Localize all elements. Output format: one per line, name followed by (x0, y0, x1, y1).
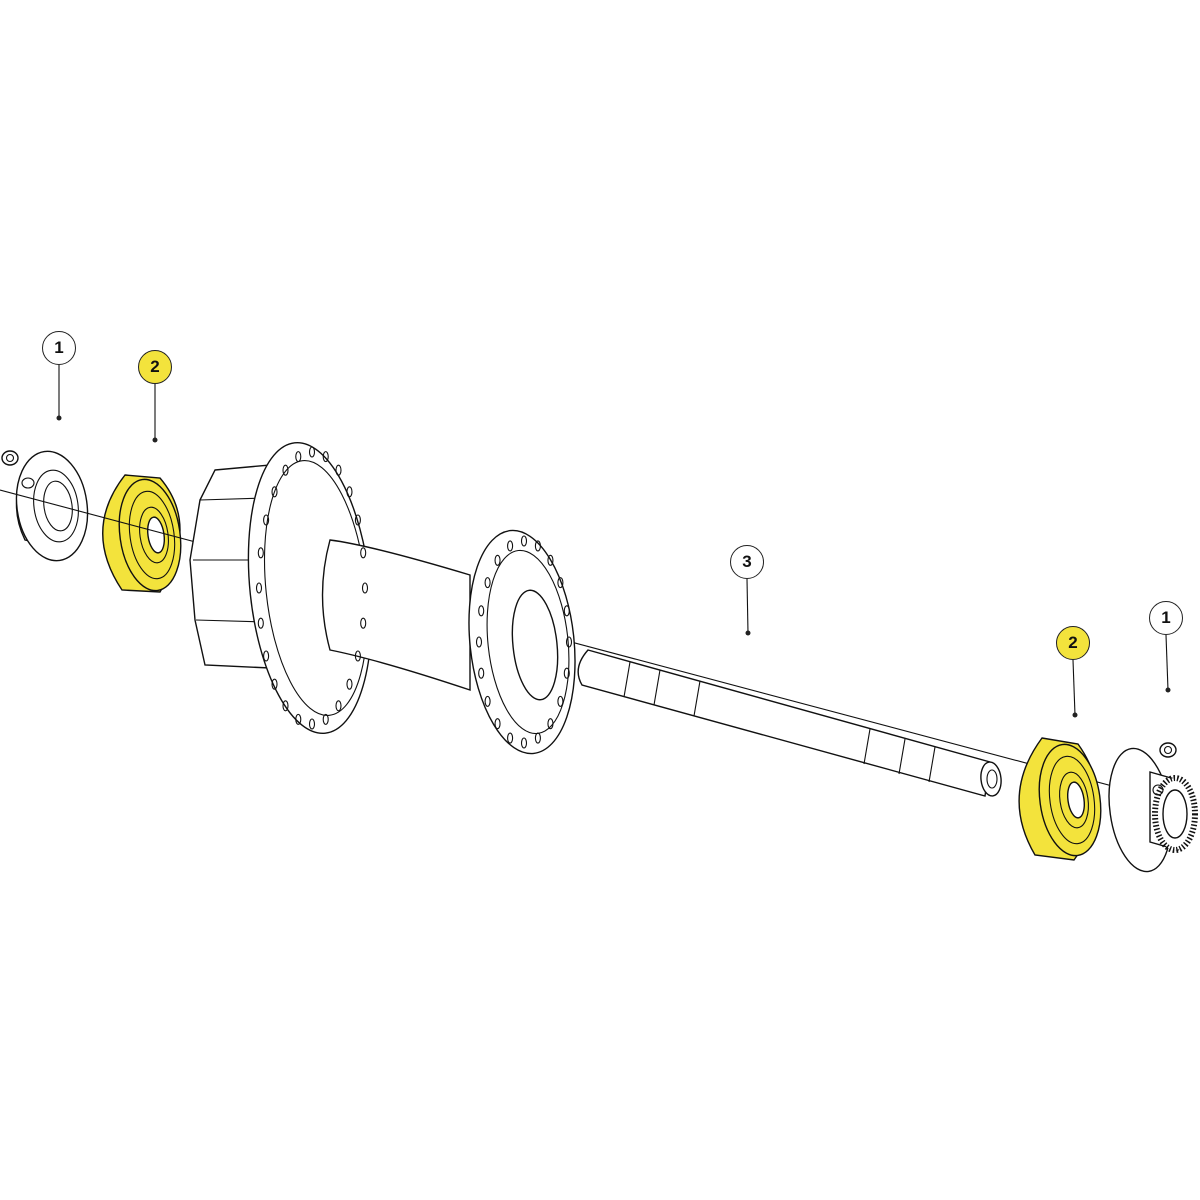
spoke-hole (354, 514, 361, 526)
left-end-cap (1, 450, 89, 562)
spoke-hole (271, 486, 278, 498)
spoke-hole (563, 667, 570, 679)
spoke-hole (507, 540, 514, 552)
spoke-hole (322, 451, 329, 463)
callout-3: 3 (730, 545, 764, 579)
set-screw-right (1159, 742, 1177, 758)
spoke-hole (346, 678, 353, 690)
spoke-hole (361, 582, 369, 594)
spoke-hole (271, 678, 278, 690)
spoke-hole (257, 547, 264, 559)
right-bearing (1018, 737, 1102, 861)
spoke-hole (308, 446, 316, 458)
spoke-hole (255, 582, 263, 594)
spoke-hole (547, 718, 554, 730)
spoke-hole (360, 547, 367, 559)
spoke-hole (282, 464, 289, 476)
callout-1-left: 1 (42, 331, 76, 365)
spoke-hole (335, 700, 342, 712)
spoke-hole (308, 718, 316, 730)
spoke-hole (257, 617, 264, 629)
spoke-hole (354, 650, 361, 662)
spoke-hole (484, 577, 491, 589)
spoke-hole (335, 464, 342, 476)
spoke-hole (295, 451, 302, 463)
spoke-hole (360, 617, 367, 629)
left-bearing (102, 474, 182, 593)
spoke-hole (263, 650, 270, 662)
spoke-hole (563, 605, 570, 617)
leader-lines (58, 365, 1169, 716)
axle (577, 649, 1002, 797)
spoke-hole (520, 737, 528, 749)
spoke-hole (534, 732, 541, 744)
hub-shell (189, 441, 576, 755)
spoke-hole (346, 486, 353, 498)
spoke-hole (478, 605, 485, 617)
spoke-hole (295, 713, 302, 725)
spoke-hole (484, 695, 491, 707)
leader-dots (56, 415, 1171, 718)
right-end-cap (1108, 742, 1198, 873)
spoke-hole (494, 718, 501, 730)
callout-2-left: 2 (138, 350, 172, 384)
spoke-hole (557, 695, 564, 707)
spoke-hole (507, 732, 514, 744)
spoke-hole (494, 554, 501, 566)
set-screw-left (1, 450, 19, 466)
center-axis (0, 489, 1196, 809)
spoke-hole (475, 636, 483, 648)
spoke-hole (547, 554, 554, 566)
spoke-hole (322, 713, 329, 725)
spoke-hole (534, 540, 541, 552)
spoke-hole (282, 700, 289, 712)
callout-1-right: 1 (1149, 601, 1183, 635)
callout-2-right: 2 (1056, 626, 1090, 660)
spoke-hole (557, 577, 564, 589)
spoke-hole (478, 667, 485, 679)
spoke-hole (565, 636, 573, 648)
spoke-hole (263, 514, 270, 526)
spoke-hole (520, 535, 528, 547)
